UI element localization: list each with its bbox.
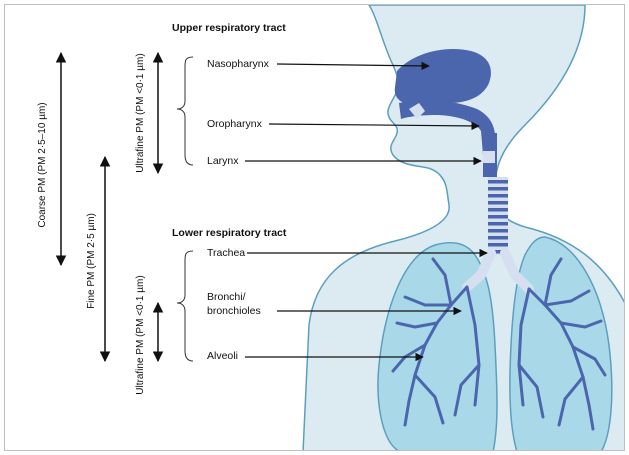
trachea-ring [488, 180, 508, 184]
label-trachea: Trachea [207, 247, 245, 259]
trachea-ring [488, 243, 508, 247]
label-oropharynx: Oropharynx [207, 118, 263, 130]
diagram-frame: Upper respiratory tract Lower respirator… [4, 4, 625, 451]
range-label-coarse: Coarse PM (PM 2·5–10 µm) [37, 102, 48, 227]
label-bronchi-line2: bronchioles [207, 305, 261, 317]
lower-tract-heading: Lower respiratory tract [172, 227, 287, 239]
range-label-ultrafine-lower: Ultrafine PM (PM <0·1 µm) [135, 275, 146, 394]
trachea-ring [488, 201, 508, 205]
range-label-ultrafine-upper: Ultrafine PM (PM <0·1 µm) [135, 53, 146, 172]
trachea-ring [488, 236, 508, 240]
trachea-ring [488, 208, 508, 212]
trachea-ring [488, 194, 508, 198]
label-nasopharynx: Nasopharynx [207, 58, 270, 70]
trachea-ring [488, 187, 508, 191]
trachea-ring [488, 222, 508, 226]
respiratory-diagram: Upper respiratory tract Lower respirator… [5, 5, 625, 451]
larynx-cartilage [483, 151, 495, 163]
label-alveoli: Alveoli [207, 350, 238, 362]
range-label-fine: Fine PM (PM 2·5 µm) [86, 213, 97, 309]
upper-brace [177, 57, 193, 165]
upper-tract-heading: Upper respiratory tract [172, 22, 286, 34]
trachea-ring [488, 229, 508, 233]
trachea [488, 177, 508, 255]
label-larynx: Larynx [207, 155, 239, 167]
lower-brace [177, 251, 193, 361]
label-bronchi-line1: Bronchi/ [207, 291, 246, 303]
trachea-ring [488, 215, 508, 219]
